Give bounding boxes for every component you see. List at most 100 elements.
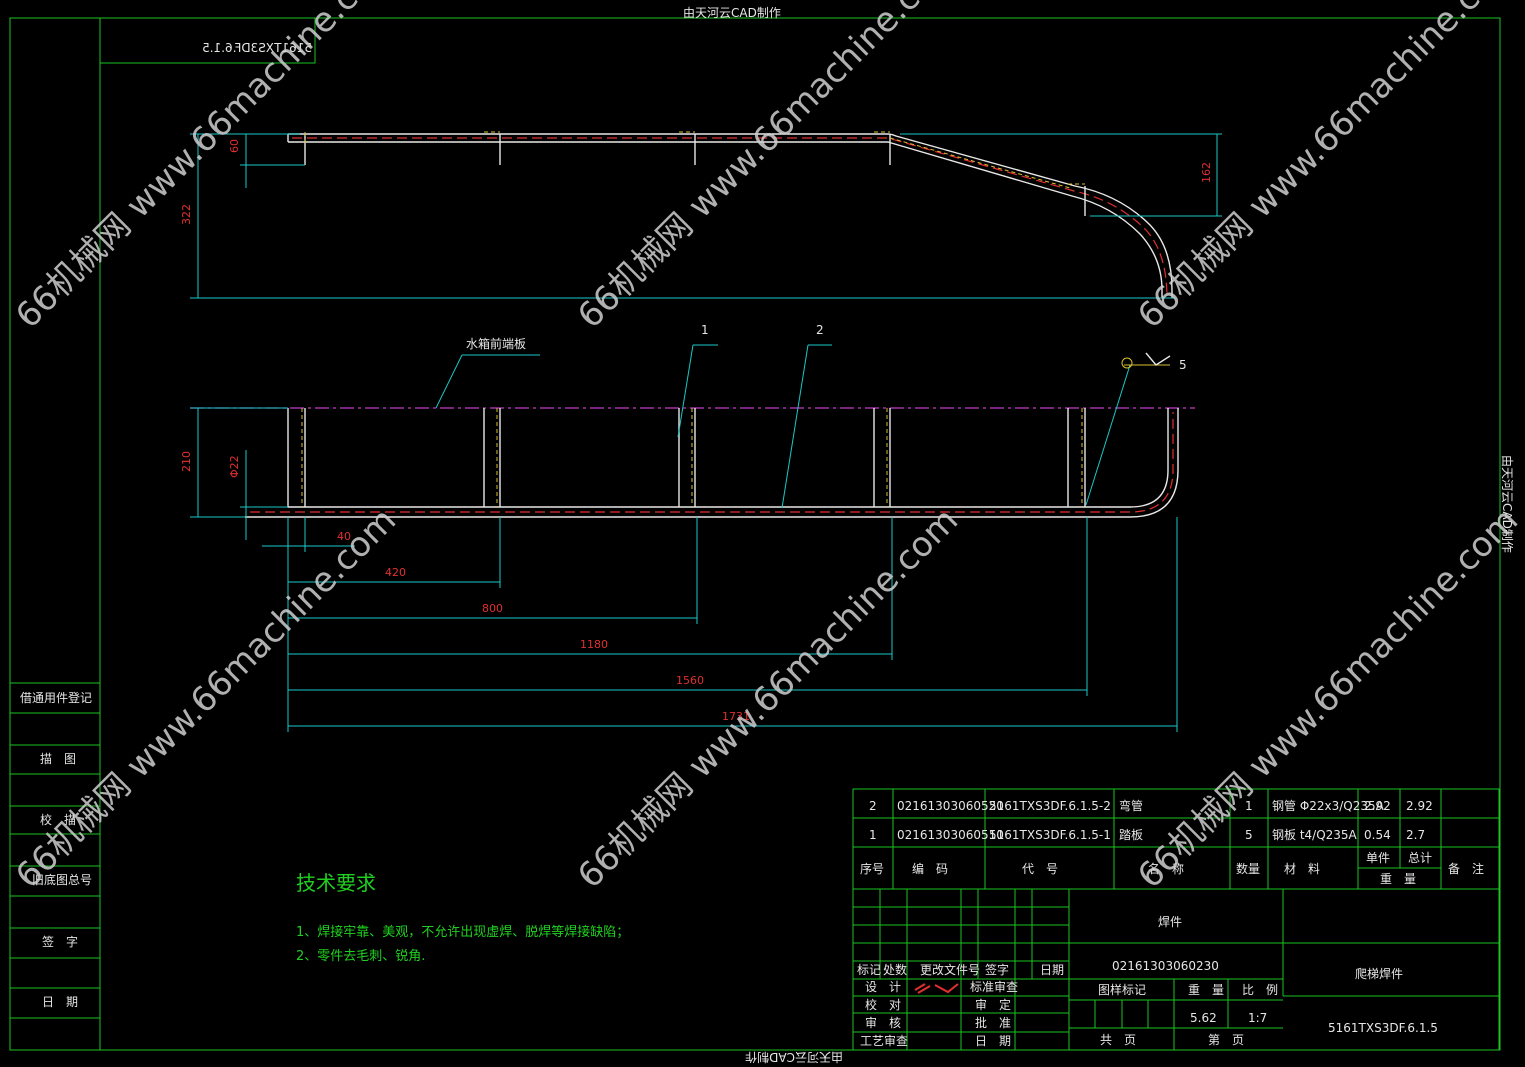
pipe-centerline xyxy=(292,137,1168,299)
pipe-outline-outer xyxy=(288,133,1173,298)
role-label: 批 准 xyxy=(975,1015,1011,1030)
role-label: 标准审查 xyxy=(970,979,1018,994)
rev-header: 更改文件号 xyxy=(920,962,980,977)
rev-header: 处数 xyxy=(883,962,907,977)
credit-right: 由天河云CAD制作 xyxy=(1500,455,1514,553)
tb-type: 焊件 xyxy=(1158,914,1182,929)
bom-total: 2.92 xyxy=(1406,799,1433,813)
dim-210: 210 xyxy=(180,451,193,472)
bom-header: 代 号 xyxy=(1022,862,1058,876)
bom-header: 名 称 xyxy=(1148,861,1184,876)
bom-name: 踏板 xyxy=(1119,828,1143,842)
role-label: 日 期 xyxy=(975,1034,1011,1048)
dim-1731: 1731 xyxy=(722,710,750,723)
bom-header: 总计 xyxy=(1408,851,1432,865)
rev-header: 日期 xyxy=(1040,963,1064,977)
bom-header: 数量 xyxy=(1236,861,1260,876)
weld-symbol xyxy=(1145,352,1171,366)
tb-scale: 1:7 xyxy=(1248,1011,1267,1025)
designer-signature xyxy=(914,983,959,994)
bom-header: 备 注 xyxy=(1448,861,1484,876)
bom-name: 弯管 xyxy=(1119,798,1143,813)
tb-drawing-no: 5161TXS3DF.6.1.5 xyxy=(1328,1021,1438,1035)
tech-line-2: 2、零件去毛刺、锐角. xyxy=(296,949,425,964)
bom-code: 02161303060520 xyxy=(897,799,1004,813)
bom-unit: 0.54 xyxy=(1364,828,1391,842)
label-tank-front-plate: 水箱前端板 xyxy=(466,336,526,351)
tb-weight: 5.62 xyxy=(1190,1011,1217,1025)
ladder-outer xyxy=(245,408,1179,518)
bom-material: 钢板 t4/Q235A xyxy=(1272,828,1358,842)
bom-header: 材 料 xyxy=(1284,862,1320,876)
tb-label: 图样标记 xyxy=(1098,982,1146,997)
tb-label: 比 例 xyxy=(1242,983,1278,997)
bom-no: 1 xyxy=(869,828,877,842)
tb-label: 重 量 xyxy=(1188,983,1224,997)
strip-label: 日 期 xyxy=(42,995,78,1009)
strip-label: 旧底图总号 xyxy=(32,872,92,887)
label-item-1: 1 xyxy=(701,323,709,337)
bom-unit: 2.92 xyxy=(1364,799,1391,813)
role-label: 设 计 xyxy=(865,980,901,994)
bom-total: 2.7 xyxy=(1406,828,1425,842)
dim-22: Φ22 xyxy=(228,455,241,478)
pipe-outline-inner xyxy=(288,141,1163,298)
inner-frame xyxy=(99,17,1501,1051)
label-item-2: 2 xyxy=(816,323,824,337)
title-block: 标记 处数 更改文件号 签字 日期 设 计 校 对 审 核 工艺审查 标准审查 … xyxy=(852,888,1500,1051)
bom-qty: 5 xyxy=(1245,828,1253,842)
rev-header: 标记 xyxy=(857,963,881,977)
front-view xyxy=(190,407,1195,518)
dim-162: 162 xyxy=(1200,162,1213,183)
strip-label: 校 描 xyxy=(40,812,76,827)
dim-1180: 1180 xyxy=(580,638,608,651)
dim-40: 40 xyxy=(337,530,351,543)
role-label: 审 定 xyxy=(975,997,1011,1012)
top-view xyxy=(287,131,1173,299)
bom-no: 2 xyxy=(869,799,877,813)
dim-322: 322 xyxy=(180,204,193,225)
ladder-centerline xyxy=(250,412,1174,513)
dim-800: 800 xyxy=(482,602,503,615)
code-box xyxy=(99,17,316,64)
mirrored-code: 5161TXS3DF.6.1.5 xyxy=(202,41,312,55)
tb-code: 02161303060230 xyxy=(1112,959,1219,973)
dim-1560: 1560 xyxy=(676,674,704,687)
watermark: 66机械网 www.66machine.com xyxy=(1130,0,1525,336)
top-view-dimensions: 60 322 162 xyxy=(180,133,1222,299)
bom-header: 单件 xyxy=(1366,851,1390,865)
tech-line-1: 1、焊接牢靠、美观，不允许出现虚焊、脱焊等焊接缺陷； xyxy=(296,924,629,940)
strip-label: 借通用件登记 xyxy=(20,690,92,705)
credit-top: 由天河云CAD制作 xyxy=(683,6,781,20)
bom-drawing: 5161TXS3DF.6.1.5-2 xyxy=(989,799,1111,813)
dim-420: 420 xyxy=(385,566,406,579)
bom-header: 序号 xyxy=(860,861,884,876)
label-weld-5: 5 xyxy=(1179,358,1187,372)
bom-header: 编 码 xyxy=(912,861,948,876)
watermarks: 66机械网 www.66machine.com 66机械网 www.66mach… xyxy=(8,0,1525,896)
watermark: 66机械网 www.66machine.com xyxy=(570,0,966,336)
bom-table: 2 02161303060520 5161TXS3DF.6.1.5-2 弯管 1… xyxy=(852,788,1500,890)
role-label: 工艺审查 xyxy=(860,1033,908,1048)
front-view-dimensions: 210 Φ22 40 420 800 1180 1560 1731 xyxy=(180,407,1178,732)
ladder-inner xyxy=(287,408,1169,508)
bom-material: 钢管 Φ22x3/Q235A xyxy=(1272,798,1385,813)
rev-header: 签字 xyxy=(985,962,1009,977)
bom-qty: 1 xyxy=(1245,799,1253,813)
front-view-leaders: 水箱前端板 1 2 5 xyxy=(435,323,1187,509)
tech-requirements: 技术要求 1、焊接牢靠、美观，不允许出现虚焊、脱焊等焊接缺陷； 2、零件去毛刺、… xyxy=(296,871,629,964)
bom-code: 02161303060510 xyxy=(897,828,1004,842)
credit-bottom: 由天河云CAD制作 xyxy=(745,1050,843,1064)
bom-drawing: 5161TXS3DF.6.1.5-1 xyxy=(989,828,1111,842)
left-strip: 借通用件登记 描 图 校 描 旧底图总号 签 字 日 期 xyxy=(10,682,100,1019)
bom-header: 重 量 xyxy=(1380,872,1416,886)
tb-sheets-total: 共 页 xyxy=(1100,1033,1136,1047)
tech-title: 技术要求 xyxy=(296,871,376,895)
strip-label: 签 字 xyxy=(42,934,78,949)
dim-60: 60 xyxy=(228,139,241,153)
strip-label: 描 图 xyxy=(40,752,76,766)
tb-sheet: 第 页 xyxy=(1208,1033,1244,1047)
role-label: 校 对 xyxy=(865,997,901,1012)
role-label: 审 核 xyxy=(865,1015,901,1030)
